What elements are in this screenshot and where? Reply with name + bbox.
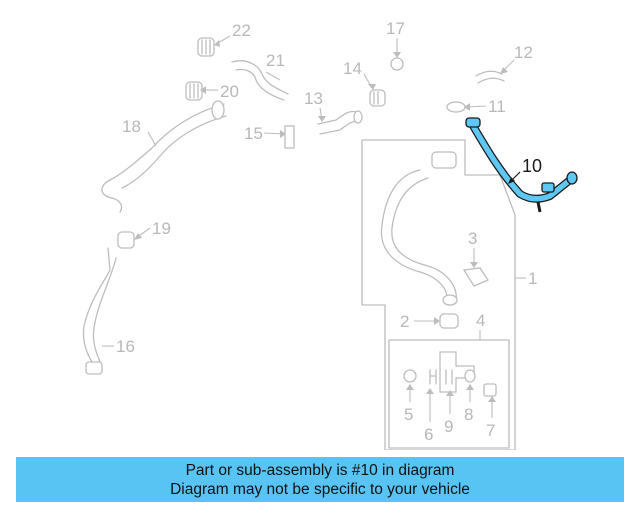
callout-5: 5	[404, 405, 413, 424]
callout-11: 11	[488, 97, 506, 116]
part-20-clamp	[185, 81, 203, 101]
callout-20: 20	[220, 82, 239, 101]
callout-15: 15	[244, 124, 263, 143]
callout-4: 4	[476, 311, 485, 330]
part-19-clamp	[117, 231, 135, 249]
part-22-clamp	[197, 37, 215, 57]
callout-9: 9	[444, 417, 453, 436]
parts-diagram: 22 21 20 18 15 13 14 17 12 11 10 19 16 3…	[82, 19, 578, 450]
part-21-hose	[231, 60, 289, 101]
callout-14: 14	[343, 59, 362, 78]
callout-22: 22	[232, 21, 251, 40]
housing-panel	[361, 139, 516, 450]
part-18-hose	[101, 100, 227, 213]
part-14-clamp	[369, 89, 386, 107]
callout-13: 13	[304, 89, 323, 108]
kit-4-parts	[403, 351, 497, 397]
banner-line-1: Part or sub-assembly is #10 in diagram	[185, 462, 455, 479]
callout-7: 7	[486, 421, 495, 440]
part-2-clamp	[439, 313, 459, 329]
leader-lines	[102, 35, 526, 422]
callout-10: 10	[522, 156, 542, 176]
banner-line-2: Diagram may not be specific to your vehi…	[170, 481, 470, 498]
callout-6: 6	[424, 425, 433, 444]
callout-1: 1	[528, 269, 537, 288]
info-banner: Part or sub-assembly is #10 in diagram D…	[16, 457, 624, 502]
part-12-hose	[475, 70, 505, 84]
part-17-oring	[390, 57, 404, 71]
part-16-pipe	[82, 247, 117, 375]
part-15-sensor	[284, 125, 295, 149]
internal-hose	[380, 151, 458, 306]
callout-12: 12	[514, 43, 533, 62]
callout-2: 2	[400, 312, 409, 331]
callout-17: 17	[386, 19, 405, 38]
callout-18: 18	[122, 117, 141, 136]
part-3-bracket	[462, 267, 489, 287]
callout-21: 21	[266, 51, 285, 70]
part-11-oring	[446, 101, 466, 113]
callout-3: 3	[468, 229, 477, 248]
part-13-hose	[317, 110, 363, 135]
callout-19: 19	[152, 219, 171, 238]
callout-8: 8	[464, 405, 473, 424]
callout-16: 16	[116, 337, 135, 356]
part-10-pipe-highlighted	[465, 117, 578, 213]
